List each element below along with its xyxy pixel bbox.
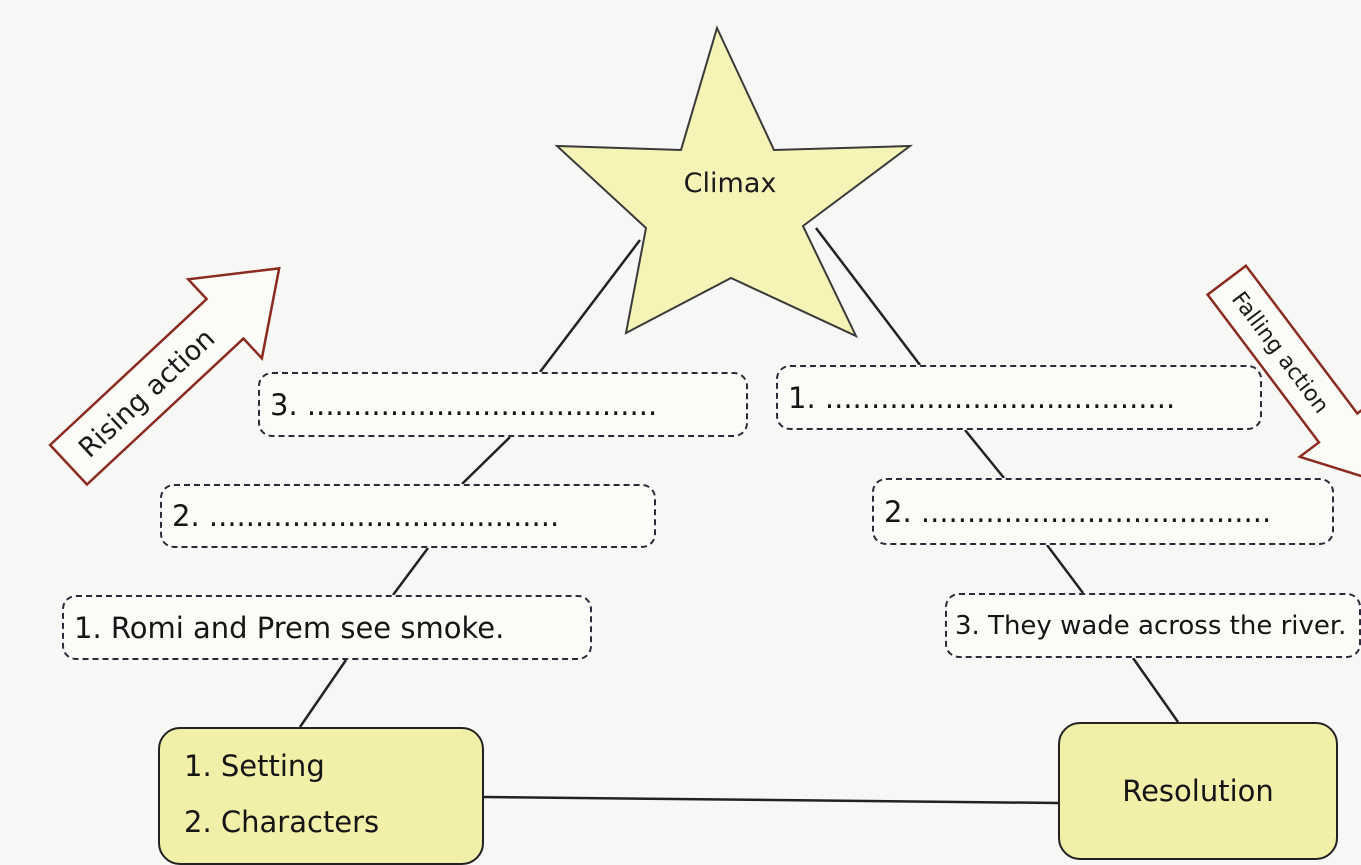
rising-event-3-text: 3. .....................................…: [270, 387, 658, 422]
rising-event-2-box: 2. .....................................…: [160, 484, 656, 548]
resolution-label: Resolution: [1122, 774, 1274, 808]
falling-event-2-text: 2. .....................................…: [884, 494, 1272, 529]
falling-event-2-box: 2. .....................................…: [872, 478, 1334, 545]
climax-star: [554, 25, 914, 339]
connector-line-right-upper: [815, 227, 921, 366]
rising-event-3-box: 3. .....................................…: [258, 372, 748, 437]
rising-event-1-box: 1. Romi and Prem see smoke.: [62, 595, 592, 660]
connector-line-right-base: [1131, 657, 1180, 723]
falling-event-3-box: 3. They wade across the river.: [945, 593, 1361, 658]
connector-line-left-base: [298, 659, 348, 728]
connector-line-left-mid: [461, 436, 511, 485]
falling-event-3-text: 3. They wade across the river.: [955, 610, 1347, 641]
connector-line-left-upper: [539, 239, 641, 373]
exposition-box: 1. Setting 2. Characters: [158, 727, 484, 865]
setting-label: 1. Setting: [184, 749, 325, 783]
rising-action-label: Rising action: [73, 323, 221, 464]
connector-line-left-low: [391, 547, 430, 596]
climax-label: Climax: [684, 168, 777, 199]
resolution-box: Resolution: [1058, 722, 1338, 860]
rising-event-1-text: 1. Romi and Prem see smoke.: [74, 610, 505, 645]
rising-event-2-text: 2. .....................................…: [172, 499, 560, 533]
falling-event-1-box: 1. .....................................…: [776, 365, 1262, 430]
connector-line-right-low: [1046, 544, 1084, 594]
connector-line-right-mid: [964, 429, 1005, 479]
rising-action-arrow: Rising action: [48, 266, 281, 487]
base-line: [483, 795, 1059, 805]
characters-label: 2. Characters: [184, 805, 380, 839]
falling-event-1-text: 1. .....................................…: [788, 380, 1176, 415]
